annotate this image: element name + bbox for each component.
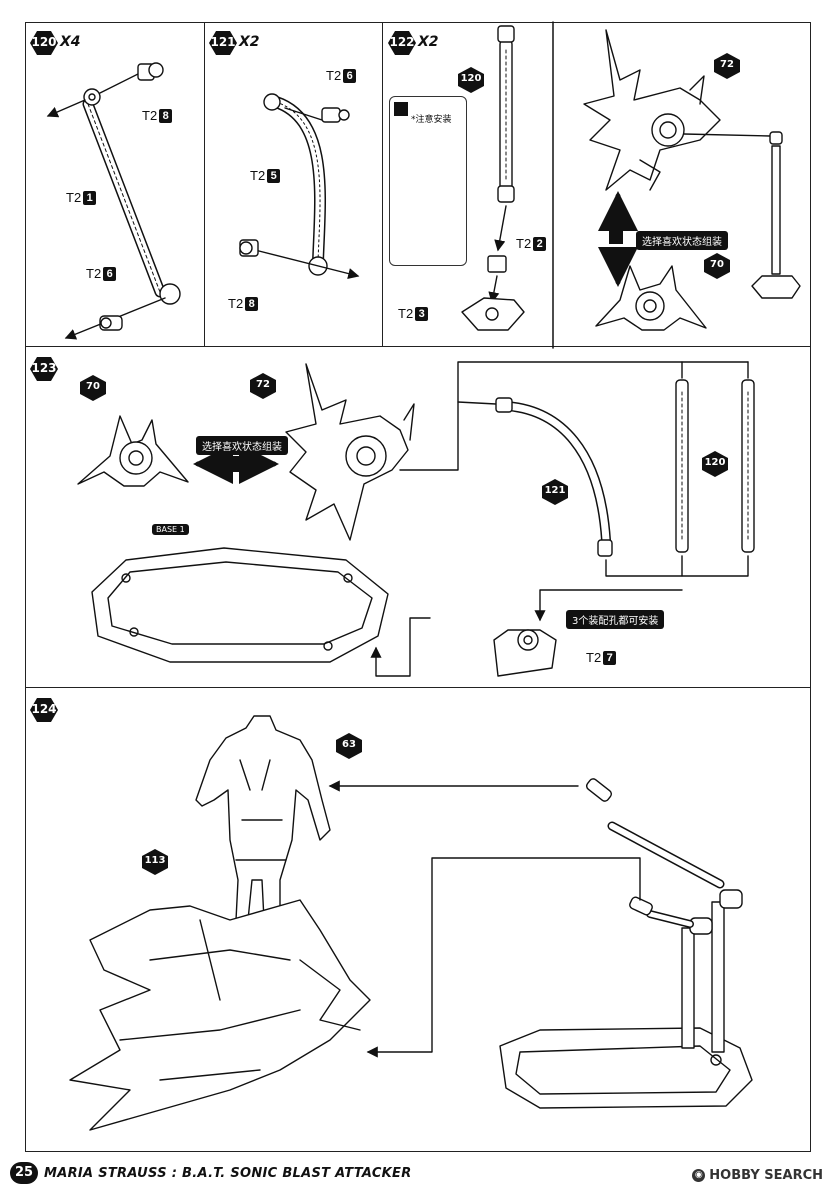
wing-unit-70-step123 bbox=[77, 415, 189, 487]
step-number-124: 124 bbox=[29, 697, 59, 723]
hex-label-113: 113 bbox=[140, 848, 170, 876]
peg-bottom-part bbox=[99, 315, 123, 331]
joint-bottom-part bbox=[239, 239, 259, 257]
wing-unit-70-drawing bbox=[595, 265, 707, 331]
stand-assembled-drawing bbox=[499, 778, 753, 1109]
choose-state-icon-a bbox=[609, 230, 623, 244]
stand-arm-drawing bbox=[751, 131, 801, 299]
holes-note-tag: 3个装配孔都可安装 bbox=[566, 610, 665, 629]
connector-block-step123 bbox=[493, 629, 557, 677]
watermark-brand: ◉ HOBBY SEARCH bbox=[692, 1168, 823, 1183]
choose-state-tag-a: 选择喜欢状态组装 bbox=[636, 231, 728, 250]
hex-label-63: 63 bbox=[334, 732, 364, 760]
multiplier-121: X2 bbox=[239, 34, 260, 50]
curved-hose-step123 bbox=[495, 397, 613, 557]
step-number-122: 122 bbox=[387, 30, 417, 56]
rod-pair-step123 bbox=[675, 379, 755, 553]
figure-63-drawing bbox=[195, 715, 331, 921]
base-label: BASE 1 bbox=[152, 524, 189, 535]
hex-label-120-a: 120 bbox=[456, 66, 486, 94]
hex-label-70-b: 70 bbox=[78, 374, 108, 402]
wing-unit-72-step123 bbox=[285, 363, 415, 541]
peg-top-part bbox=[137, 62, 164, 81]
logo-icon: ◉ bbox=[692, 1169, 706, 1182]
multiplier-120: X4 bbox=[60, 34, 81, 50]
caution-icon bbox=[394, 102, 408, 116]
step-number-121: 121 bbox=[208, 30, 238, 56]
wing-unit-113-drawing bbox=[69, 899, 371, 1131]
multiplier-122: X2 bbox=[418, 34, 439, 50]
hex-label-70-a: 70 bbox=[702, 252, 732, 280]
hex-label-72-a: 72 bbox=[712, 52, 742, 80]
caution-info-box bbox=[389, 96, 467, 266]
vertical-rod-part bbox=[497, 25, 515, 203]
tri-base-part bbox=[461, 297, 525, 331]
hex-label-72-b: 72 bbox=[248, 372, 278, 400]
choose-state-tag-b: 选择喜欢状态组装 bbox=[196, 436, 288, 455]
step-number-123: 123 bbox=[29, 356, 59, 382]
step-number-120: 120 bbox=[29, 30, 59, 56]
wing-unit-72-drawing bbox=[583, 29, 721, 191]
product-title: MARIA STRAUSS : B.A.T. SONIC BLAST ATTAC… bbox=[44, 1166, 412, 1181]
choose-state-icon-b bbox=[228, 456, 244, 472]
base-hexagon-step123 bbox=[91, 547, 389, 663]
hex-label-120-b: 120 bbox=[700, 450, 730, 478]
caution-note: *注意安装 bbox=[411, 115, 452, 125]
hex-label-121: 121 bbox=[540, 478, 570, 506]
joint-top-part bbox=[321, 107, 350, 123]
hose-curved-part bbox=[263, 93, 328, 276]
rod-long-part bbox=[82, 88, 181, 305]
page-number: 25 bbox=[10, 1162, 38, 1184]
